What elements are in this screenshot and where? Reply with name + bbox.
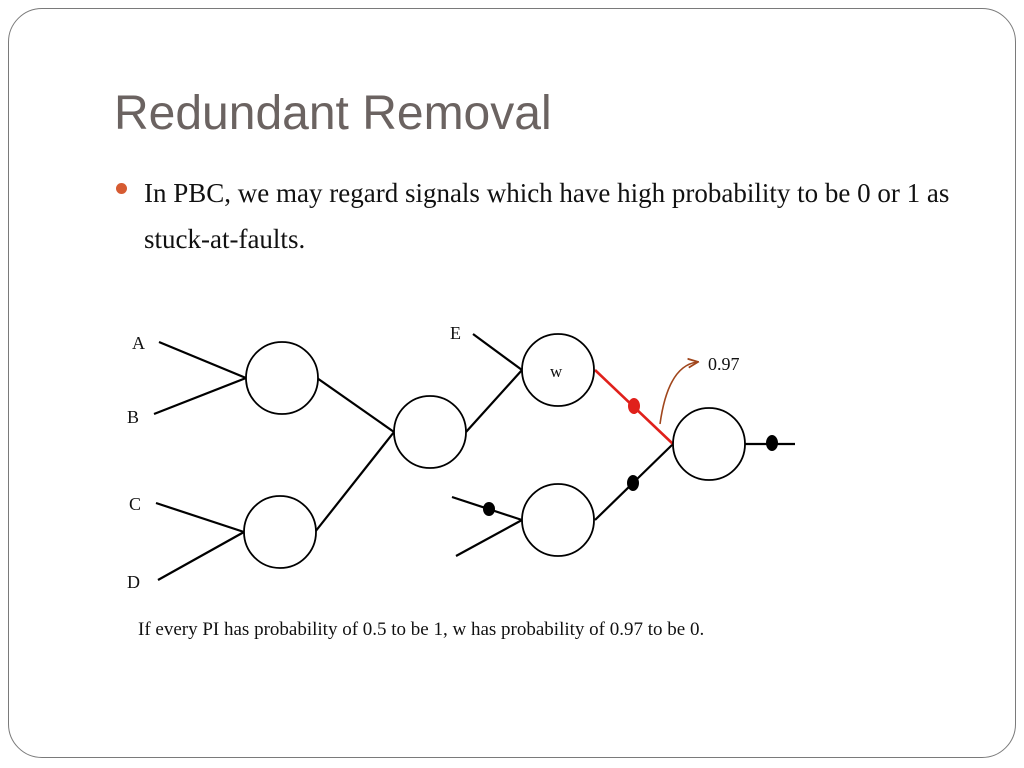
wire-g2-to-g3 — [314, 431, 395, 533]
fault-marker-input — [483, 502, 495, 516]
diagram-caption: If every PI has probability of 0.5 to be… — [138, 619, 705, 640]
input-label-e: E — [450, 323, 461, 343]
wire-d — [157, 531, 245, 581]
gate-w — [521, 333, 595, 407]
gate-6 — [672, 407, 746, 481]
wire-e — [472, 333, 523, 371]
gates — [243, 333, 746, 569]
fault-marker-red — [628, 398, 640, 414]
gate-5 — [521, 483, 595, 557]
slide-frame — [8, 8, 1016, 758]
fault-marker-output — [766, 435, 778, 451]
wire-input-lower — [455, 519, 523, 557]
gate-w-label: w — [550, 362, 563, 381]
bullet-text: In PBC, we may regard signals which have… — [144, 178, 950, 254]
wire-g3-to-w — [465, 369, 523, 433]
wire-a — [158, 340, 247, 380]
input-label-b: B — [127, 407, 139, 427]
wires — [153, 333, 795, 581]
probability-label: 0.97 — [708, 354, 740, 374]
wire-b — [153, 376, 247, 416]
input-label-d: D — [127, 572, 140, 592]
fault-marker-lower — [627, 475, 639, 491]
slide-title: Redundant Removal — [114, 87, 552, 140]
wire-g1-to-g3 — [316, 377, 395, 433]
gate-3 — [393, 395, 467, 469]
input-label-a: A — [132, 333, 145, 353]
gate-1 — [245, 341, 319, 415]
wire-c — [155, 501, 245, 534]
probability-arrow-icon — [659, 362, 697, 425]
input-label-c: C — [129, 494, 141, 514]
bullet-dot-icon — [116, 183, 127, 194]
gate-2 — [243, 495, 317, 569]
bullet-item: In PBC, we may regard signals which have… — [114, 170, 974, 262]
